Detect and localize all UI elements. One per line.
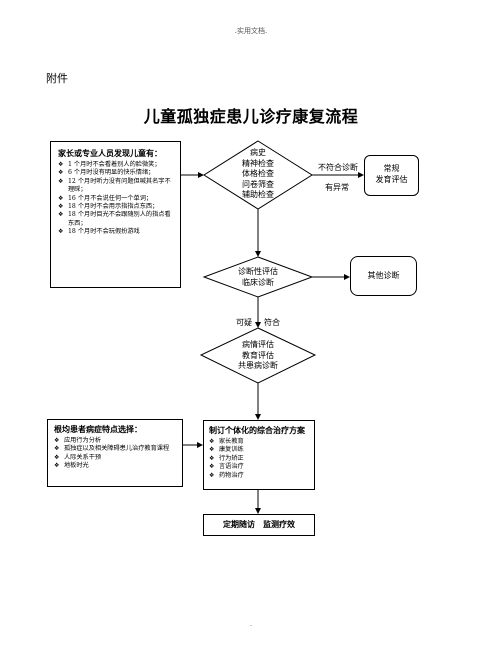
- text-line: 常规: [383, 164, 400, 173]
- list-item: ❖ 18 个月时目光不会跟随别人的指点看东西；: [58, 211, 174, 228]
- treatment-plan-list: ❖ 家长教育 ❖ 康复训练 ❖ 行为矫正 ❖ 言语治疗 ❖ 药物治疗: [209, 438, 309, 480]
- bullet-icon: ❖: [58, 203, 64, 211]
- bullet-icon: ❖: [58, 194, 64, 202]
- list-item-text: 人际关系干预: [64, 453, 102, 461]
- treatment-options-list: ❖ 应用行为分析 ❖ 孤独症以及相关障碍患儿治疗教育课程 ❖ 人际关系干预 ❖ 地板时光: [54, 437, 177, 471]
- list-item: ❖ 应用行为分析: [54, 437, 177, 445]
- bullet-icon: ❖: [54, 462, 60, 470]
- text-line: 问卷筛查: [242, 179, 274, 189]
- treatment-options-box: 根均患者病症特点选择： ❖ 应用行为分析 ❖ 孤独症以及相关障碍患儿治疗教育课程 ❖ 人际…: [47, 419, 183, 487]
- text-line: 辅助检查: [242, 190, 274, 199]
- text-line: 病史: [250, 148, 266, 157]
- text-line: 诊断性评估: [238, 267, 278, 276]
- page-header: .实用文档.: [234, 27, 268, 35]
- other-diagnosis-text: 其他诊断: [367, 271, 400, 280]
- label-mismatch: 不符合诊断: [318, 163, 358, 172]
- dev-assessment-text: 常规发育评估: [365, 163, 418, 185]
- bullet-icon: ❖: [58, 169, 64, 177]
- bullet-icon: ❖: [209, 463, 215, 471]
- list-item-text: 6 个月时没有明显的快乐情绪；: [68, 169, 155, 177]
- list-item-text: 应用行为分析: [64, 437, 102, 444]
- list-item: ❖ 康复训练: [209, 446, 309, 454]
- label-abnormal: 有异常: [325, 183, 349, 192]
- page-title: 儿童孤独症患儿诊疗康复流程: [143, 107, 359, 126]
- list-item-text: 地板时光: [64, 462, 89, 470]
- list-item: ❖ 12 个月时听力没有问题但喊其名字不理睬；: [58, 178, 174, 195]
- bullet-icon: ❖: [58, 228, 64, 236]
- parent-box-title: 家长或专业人员发现儿童有：: [58, 149, 162, 158]
- label-match: 符合: [264, 318, 280, 327]
- bullet-icon: ❖: [54, 453, 60, 461]
- bullet-icon: ❖: [54, 437, 60, 444]
- list-item-text: 18 个月时不会用示指指点东西；: [68, 203, 159, 211]
- attachment-label: 附件: [46, 72, 68, 85]
- text-line: 精神检查: [242, 158, 274, 168]
- text-line: 体格检查: [242, 169, 274, 178]
- list-item: ❖ 16 个月不会说任何一个单词；: [58, 195, 174, 203]
- text-line: 发育评估: [375, 175, 408, 184]
- list-item-text: 1 个月时不会看着别人的脸微笑；: [68, 161, 161, 168]
- label-suspect: 可疑: [236, 318, 252, 327]
- list-item-text: 行为矫正: [219, 454, 244, 462]
- list-item: ❖ 6 个月时没有明显的快乐情绪；: [58, 169, 174, 177]
- text-line: 共患病诊断: [238, 361, 278, 370]
- list-item: ❖ 地板时光: [54, 462, 177, 470]
- page-footer: .: [249, 620, 253, 628]
- list-item-text: 12 个月时听力没有问题但喊其名字不理睬；: [68, 177, 171, 194]
- list-item-text: 言语治疗: [219, 463, 244, 471]
- list-item-text: 家长教育: [219, 438, 244, 445]
- dev-assessment-box: 常规发育评估: [364, 155, 419, 196]
- list-item-text: 18 个月时目光不会跟随别人的指点看东西；: [68, 211, 171, 227]
- list-item: ❖ 人际关系干预: [54, 454, 177, 462]
- diamond-assessment-text: 病情评估教育评估共患病诊断: [214, 340, 302, 372]
- list-item: ❖ 18 个月时不会用示指指点东西；: [58, 203, 174, 211]
- parent-box-list: ❖ 1 个月时不会看着别人的脸微笑； ❖ 6 个月时没有明显的快乐情绪； ❖ 12 个月时…: [58, 161, 174, 237]
- list-item: ❖ 家长教育: [209, 438, 309, 446]
- diamond-history-text: 病史精神检查体格检查问卷筛查辅助检查: [218, 148, 298, 201]
- text-line: 病情评估: [242, 340, 274, 349]
- text-line: 教育评估: [242, 350, 274, 360]
- list-item: ❖ 1 个月时不会看着别人的脸微笑；: [58, 161, 174, 169]
- bullet-icon: ❖: [209, 471, 215, 479]
- bullet-icon: ❖: [54, 445, 60, 453]
- treatment-options-title: 根均患者病症特点选择：: [54, 425, 142, 434]
- bullet-icon: ❖: [58, 211, 64, 219]
- list-item: ❖ 言语治疗: [209, 463, 309, 471]
- other-diagnosis-box: 其他诊断: [350, 256, 417, 296]
- followup-box: 定期随访 监测疗效: [203, 514, 315, 536]
- followup-text: 定期随访 监测疗效: [223, 520, 295, 529]
- list-item: ❖ 孤独症以及相关障碍患儿治疗教育课程: [54, 445, 177, 453]
- treatment-plan-box: 制订个体化的综合治疗方案 ❖ 家长教育 ❖ 康复训练 ❖ 行为矫正 ❖ 言语治疗 ❖ 药物治疗: [203, 420, 315, 490]
- list-item-text: 孤独症以及相关障碍患儿治疗教育课程: [64, 445, 170, 453]
- bullet-icon: ❖: [209, 446, 215, 454]
- list-item-text: 18 个月时不会玩假扮游戏: [68, 228, 140, 236]
- diamond-diagnosis-text: 诊断性评估临床诊断: [218, 267, 298, 288]
- list-item: ❖ 药物治疗: [209, 472, 309, 480]
- bullet-icon: ❖: [58, 177, 64, 185]
- list-item-text: 16 个月不会说任何一个单词；: [68, 194, 153, 202]
- bullet-icon: ❖: [58, 161, 64, 168]
- list-item: ❖ 18 个月时不会玩假扮游戏: [58, 228, 174, 236]
- treatment-plan-title: 制订个体化的综合治疗方案: [209, 426, 305, 435]
- list-item-text: 药物治疗: [219, 471, 244, 479]
- list-item: ❖ 行为矫正: [209, 455, 309, 463]
- bullet-icon: ❖: [209, 454, 215, 462]
- list-item-text: 康复训练: [219, 446, 244, 454]
- parent-observation-box: 家长或专业人员发现儿童有： ❖ 1 个月时不会看着别人的脸微笑； ❖ 6 个月时没有明…: [50, 141, 181, 288]
- text-line: 临床诊断: [242, 277, 274, 287]
- bullet-icon: ❖: [209, 438, 215, 445]
